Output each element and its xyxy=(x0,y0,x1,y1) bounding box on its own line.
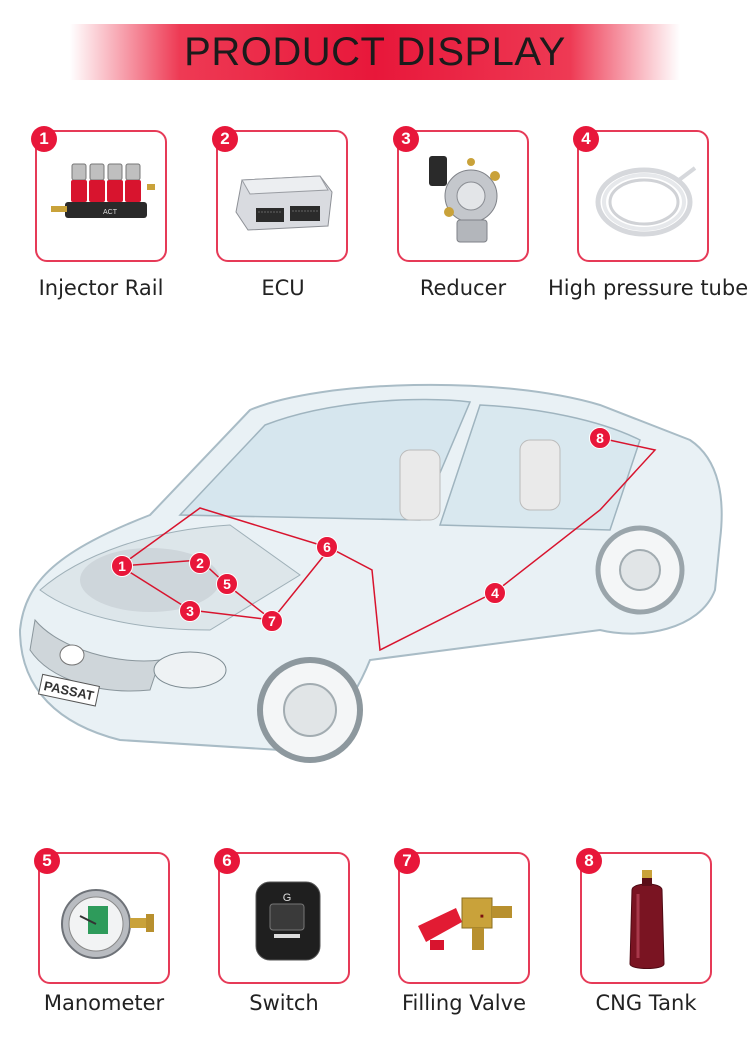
product-label: Reducer xyxy=(419,276,507,300)
manometer-icon xyxy=(61,889,154,959)
product-card-ecu[interactable]: 2 xyxy=(212,126,348,262)
product-card-cng-tank[interactable]: 8 xyxy=(576,848,712,984)
product-number-badge: 8 xyxy=(576,848,602,874)
callout-pin-7: 7 xyxy=(261,610,283,632)
callout-pin-8: 8 xyxy=(589,427,611,449)
injector-brand-text: ACT xyxy=(103,209,118,216)
car-diagram: PASSAT 1 2 3 4 5 6 7 8 xyxy=(0,330,750,800)
product-label: Filling Valve xyxy=(402,991,526,1015)
svg-text:■: ■ xyxy=(480,914,484,920)
switch-letter-text: G xyxy=(283,892,292,904)
product-number-badge: 1 xyxy=(31,126,57,152)
page-title: PRODUCT DISPLAY xyxy=(184,29,566,74)
cng-tank-icon xyxy=(629,870,665,969)
product-number-badge: 2 xyxy=(212,126,238,152)
product-card-manometer[interactable]: 5 xyxy=(34,848,170,984)
injector-rail-icon: ACT xyxy=(51,163,155,218)
product-label: Manometer xyxy=(43,991,165,1015)
tube-coil-icon xyxy=(595,166,697,237)
title-banner: PRODUCT DISPLAY xyxy=(70,24,680,80)
product-card-filling-valve[interactable]: 7 ■ xyxy=(394,848,530,984)
product-card-injector-rail[interactable]: 1 ACT xyxy=(31,126,167,262)
product-number-badge: 7 xyxy=(394,848,420,874)
callout-pin-3: 3 xyxy=(179,600,201,622)
product-card-switch[interactable]: 6 G xyxy=(214,848,350,984)
product-card-high-pressure-tube[interactable]: 4 xyxy=(573,126,709,262)
product-label: Switch xyxy=(249,991,319,1015)
product-card-reducer[interactable]: 3 xyxy=(393,126,529,262)
switch-icon: G xyxy=(255,881,321,961)
callout-pin-6: 6 xyxy=(316,536,338,558)
car-cutaway-icon: PASSAT xyxy=(18,383,723,763)
callout-pin-1: 1 xyxy=(111,555,133,577)
product-label: ECU xyxy=(261,276,305,300)
ecu-icon xyxy=(235,175,333,231)
product-number-badge: 4 xyxy=(573,126,599,152)
product-label: CNG Tank xyxy=(595,991,697,1015)
filling-valve-icon: ■ xyxy=(418,897,512,950)
callout-pin-5: 5 xyxy=(216,573,238,595)
product-label: Injector Rail xyxy=(38,276,164,300)
callout-pin-4: 4 xyxy=(484,582,506,604)
product-number-badge: 6 xyxy=(214,848,240,874)
product-number-badge: 3 xyxy=(393,126,419,152)
reducer-icon xyxy=(429,156,500,243)
product-number-badge: 5 xyxy=(34,848,60,874)
callout-pin-2: 2 xyxy=(189,552,211,574)
product-label: High pressure tube xyxy=(548,276,749,300)
